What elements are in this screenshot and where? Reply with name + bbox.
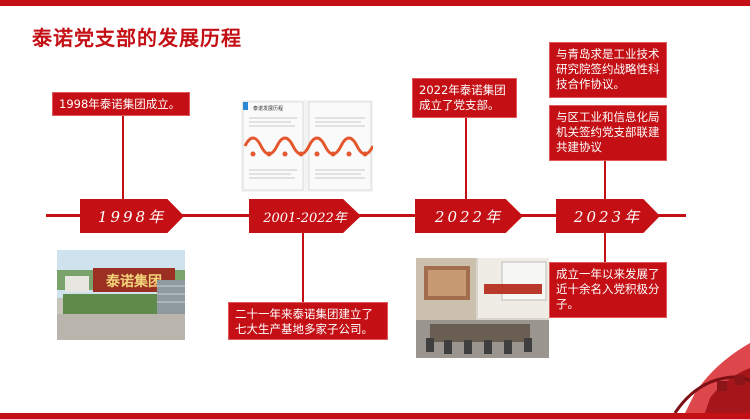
timeline-axis <box>46 214 686 217</box>
factory-sign-text: 泰诺集团 <box>105 273 162 290</box>
connector-2023-bottom <box>604 233 606 263</box>
connector-2022 <box>465 118 467 200</box>
bottom-border <box>0 413 750 419</box>
year-2022-marker: 2022年 <box>415 199 523 233</box>
note-2001-2022: 二十一年来泰诺集团建立了七大生产基地多家子公司。 <box>228 302 388 340</box>
connector-1998 <box>122 116 124 200</box>
note-2023-c: 成立一年以来发展了近十余名入党积极分子。 <box>549 262 667 318</box>
page-title: 泰诺党支部的发展历程 <box>32 26 242 50</box>
note-2023-a: 与青岛求是工业技术研究院签约战略性科技合作协议。 <box>549 42 667 98</box>
note-2023-b: 与区工业和信息化局机关签约党支部联建共建协议 <box>549 105 667 161</box>
great-wall-decoration-icon <box>673 343 750 413</box>
factory-gate-photo: 泰诺集团 <box>57 250 185 340</box>
note-2022: 2022年泰诺集团成立了党支部。 <box>412 78 517 118</box>
year-1998-marker: 1998年 <box>80 199 184 233</box>
meeting-room-photo <box>416 258 549 358</box>
connector-2001-2022 <box>302 233 304 303</box>
year-2023-marker: 2023年 <box>556 199 660 233</box>
brochure-photo: 泰诺发展历程 <box>241 100 373 192</box>
connector-2023-top <box>604 161 606 200</box>
top-border <box>0 0 750 6</box>
year-2001-2022-marker: 2001-2022年 <box>249 199 361 233</box>
brochure-title-text: 泰诺发展历程 <box>253 105 283 112</box>
note-1998: 1998年泰诺集团成立。 <box>52 92 190 116</box>
